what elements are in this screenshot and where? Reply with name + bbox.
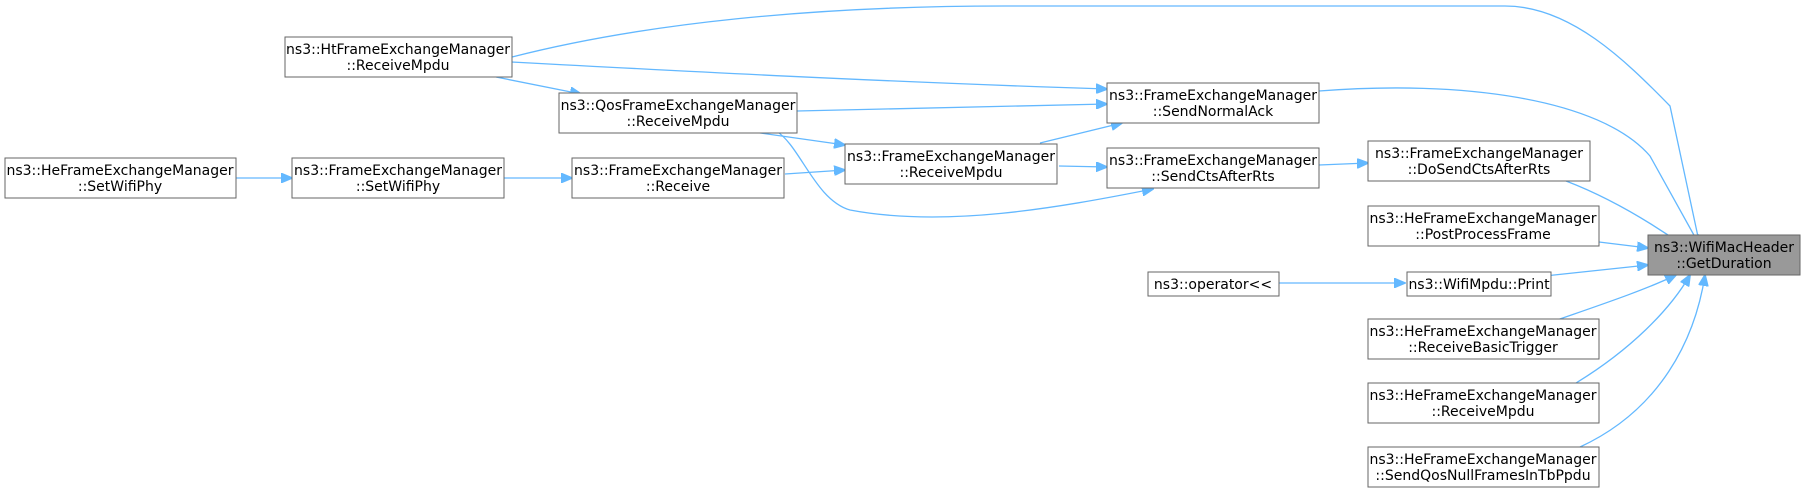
node-he-set-wifi-phy[interactable]: ns3::HeFrameExchangeManager ::SetWifiPhy	[4, 157, 237, 199]
edge-qos-receive-mpdu-to-send-cts-after-rts	[775, 130, 1153, 218]
edge-send-cts-after-rts-to-do-send-cts-after-rts	[1318, 163, 1368, 165]
node-fem-set-wifi-phy[interactable]: ns3::FrameExchangeManager ::SetWifiPhy	[291, 157, 505, 199]
node-qos-receive-mpdu[interactable]: ns3::QosFrameExchangeManager ::ReceiveMp…	[558, 92, 798, 134]
node-ht-receive-mpdu-line2: ::ReceiveMpdu	[347, 58, 450, 74]
edge-fem-receive-to-fem-receive-mpdu	[784, 170, 845, 174]
node-get-duration[interactable]: ns3::WifiMacHeader ::GetDuration	[1647, 234, 1801, 276]
node-fem-receive-line2: ::Receive	[646, 179, 710, 195]
node-send-normal-ack-line1: ns3::FrameExchangeManager	[1109, 88, 1317, 104]
edge-ht-receive-mpdu-to-qos-receive-mpdu	[495, 76, 581, 94]
node-he-send-qos-null-frames-in-tb-ppdu-line1: ns3::HeFrameExchangeManager	[1369, 452, 1596, 468]
node-he-receive-basic-trigger-line1: ns3::HeFrameExchangeManager	[1369, 324, 1596, 340]
node-fem-receive-mpdu[interactable]: ns3::FrameExchangeManager ::ReceiveMpdu	[844, 143, 1058, 185]
node-ht-receive-mpdu[interactable]: ns3::HtFrameExchangeManager ::ReceiveMpd…	[284, 36, 513, 78]
node-fem-set-wifi-phy-line1: ns3::FrameExchangeManager	[294, 163, 502, 179]
node-he-receive-basic-trigger-line2: ::ReceiveBasicTrigger	[1408, 340, 1558, 356]
node-he-send-qos-null-frames-in-tb-ppdu[interactable]: ns3::HeFrameExchangeManager ::SendQosNul…	[1367, 446, 1600, 488]
node-wifi-mpdu-print-line1: ns3::WifiMpdu::Print	[1408, 277, 1550, 293]
edge-qos-receive-mpdu-to-send-normal-ack	[796, 104, 1107, 112]
node-he-set-wifi-phy-line1: ns3::HeFrameExchangeManager	[6, 163, 233, 179]
node-he-post-process-frame[interactable]: ns3::HeFrameExchangeManager ::PostProces…	[1367, 205, 1600, 247]
node-get-duration-line1: ns3::WifiMacHeader	[1654, 240, 1794, 256]
edge-ht-receive-mpdu-to-send-normal-ack	[511, 61, 1107, 89]
node-he-receive-mpdu[interactable]: ns3::HeFrameExchangeManager ::ReceiveMpd…	[1367, 382, 1600, 424]
node-ht-receive-mpdu-line1: ns3::HtFrameExchangeManager	[286, 42, 510, 58]
edges-layer	[236, 5, 1705, 448]
node-fem-receive[interactable]: ns3::FrameExchangeManager ::Receive	[571, 157, 785, 199]
edge-fem-receive-mpdu-to-send-normal-ack	[1039, 123, 1122, 144]
node-fem-receive-line1: ns3::FrameExchangeManager	[574, 163, 782, 179]
node-he-post-process-frame-line2: ::PostProcessFrame	[1415, 227, 1550, 243]
node-do-send-cts-after-rts-line1: ns3::FrameExchangeManager	[1375, 146, 1583, 162]
node-fem-set-wifi-phy-line2: ::SetWifiPhy	[356, 179, 440, 195]
node-he-receive-mpdu-line1: ns3::HeFrameExchangeManager	[1369, 388, 1596, 404]
edge-he-post-process-frame-to-get-duration	[1598, 241, 1648, 248]
node-operator-shift[interactable]: ns3::operator<<	[1147, 271, 1280, 297]
node-get-duration-line2: ::GetDuration	[1676, 256, 1771, 272]
node-do-send-cts-after-rts-line2: ::DoSendCtsAfterRts	[1408, 162, 1551, 178]
node-he-set-wifi-phy-line2: ::SetWifiPhy	[78, 179, 162, 195]
node-operator-shift-line1: ns3::operator<<	[1154, 277, 1272, 293]
edge-he-send-qos-null-to-get-duration	[1579, 275, 1705, 448]
node-he-post-process-frame-line1: ns3::HeFrameExchangeManager	[1369, 211, 1596, 227]
edge-ht-receive-mpdu-to-get-duration	[511, 5, 1700, 246]
node-fem-receive-mpdu-line2: ::ReceiveMpdu	[900, 165, 1003, 181]
node-he-send-qos-null-frames-in-tb-ppdu-line2: ::SendQosNullFramesInTbPpdu	[1375, 468, 1590, 484]
nodes-layer: ns3::WifiMacHeader ::GetDuration ns3::Ht…	[4, 36, 1801, 488]
node-fem-receive-mpdu-line1: ns3::FrameExchangeManager	[847, 149, 1055, 165]
edge-he-receive-mpdu-to-get-duration	[1575, 275, 1690, 384]
node-do-send-cts-after-rts[interactable]: ns3::FrameExchangeManager ::DoSendCtsAft…	[1367, 140, 1591, 182]
node-send-normal-ack-line2: ::SendNormalAck	[1153, 104, 1274, 120]
node-he-receive-mpdu-line2: ::ReceiveMpdu	[1432, 404, 1535, 420]
node-send-normal-ack[interactable]: ns3::FrameExchangeManager ::SendNormalAc…	[1106, 82, 1320, 124]
node-qos-receive-mpdu-line2: ::ReceiveMpdu	[627, 114, 730, 130]
node-wifi-mpdu-print[interactable]: ns3::WifiMpdu::Print	[1406, 271, 1552, 297]
edge-fem-receive-mpdu-to-send-cts-after-rts	[1058, 166, 1107, 167]
node-send-cts-after-rts-line1: ns3::FrameExchangeManager	[1109, 153, 1317, 169]
node-he-receive-basic-trigger[interactable]: ns3::HeFrameExchangeManager ::ReceiveBas…	[1367, 318, 1600, 360]
edge-he-receive-basic-trigger-to-get-duration	[1556, 275, 1676, 321]
edge-send-normal-ack-to-get-duration	[1318, 87, 1700, 246]
node-send-cts-after-rts[interactable]: ns3::FrameExchangeManager ::SendCtsAfter…	[1106, 147, 1320, 189]
node-qos-receive-mpdu-line1: ns3::QosFrameExchangeManager	[561, 98, 796, 114]
node-send-cts-after-rts-line2: ::SendCtsAfterRts	[1151, 169, 1274, 185]
